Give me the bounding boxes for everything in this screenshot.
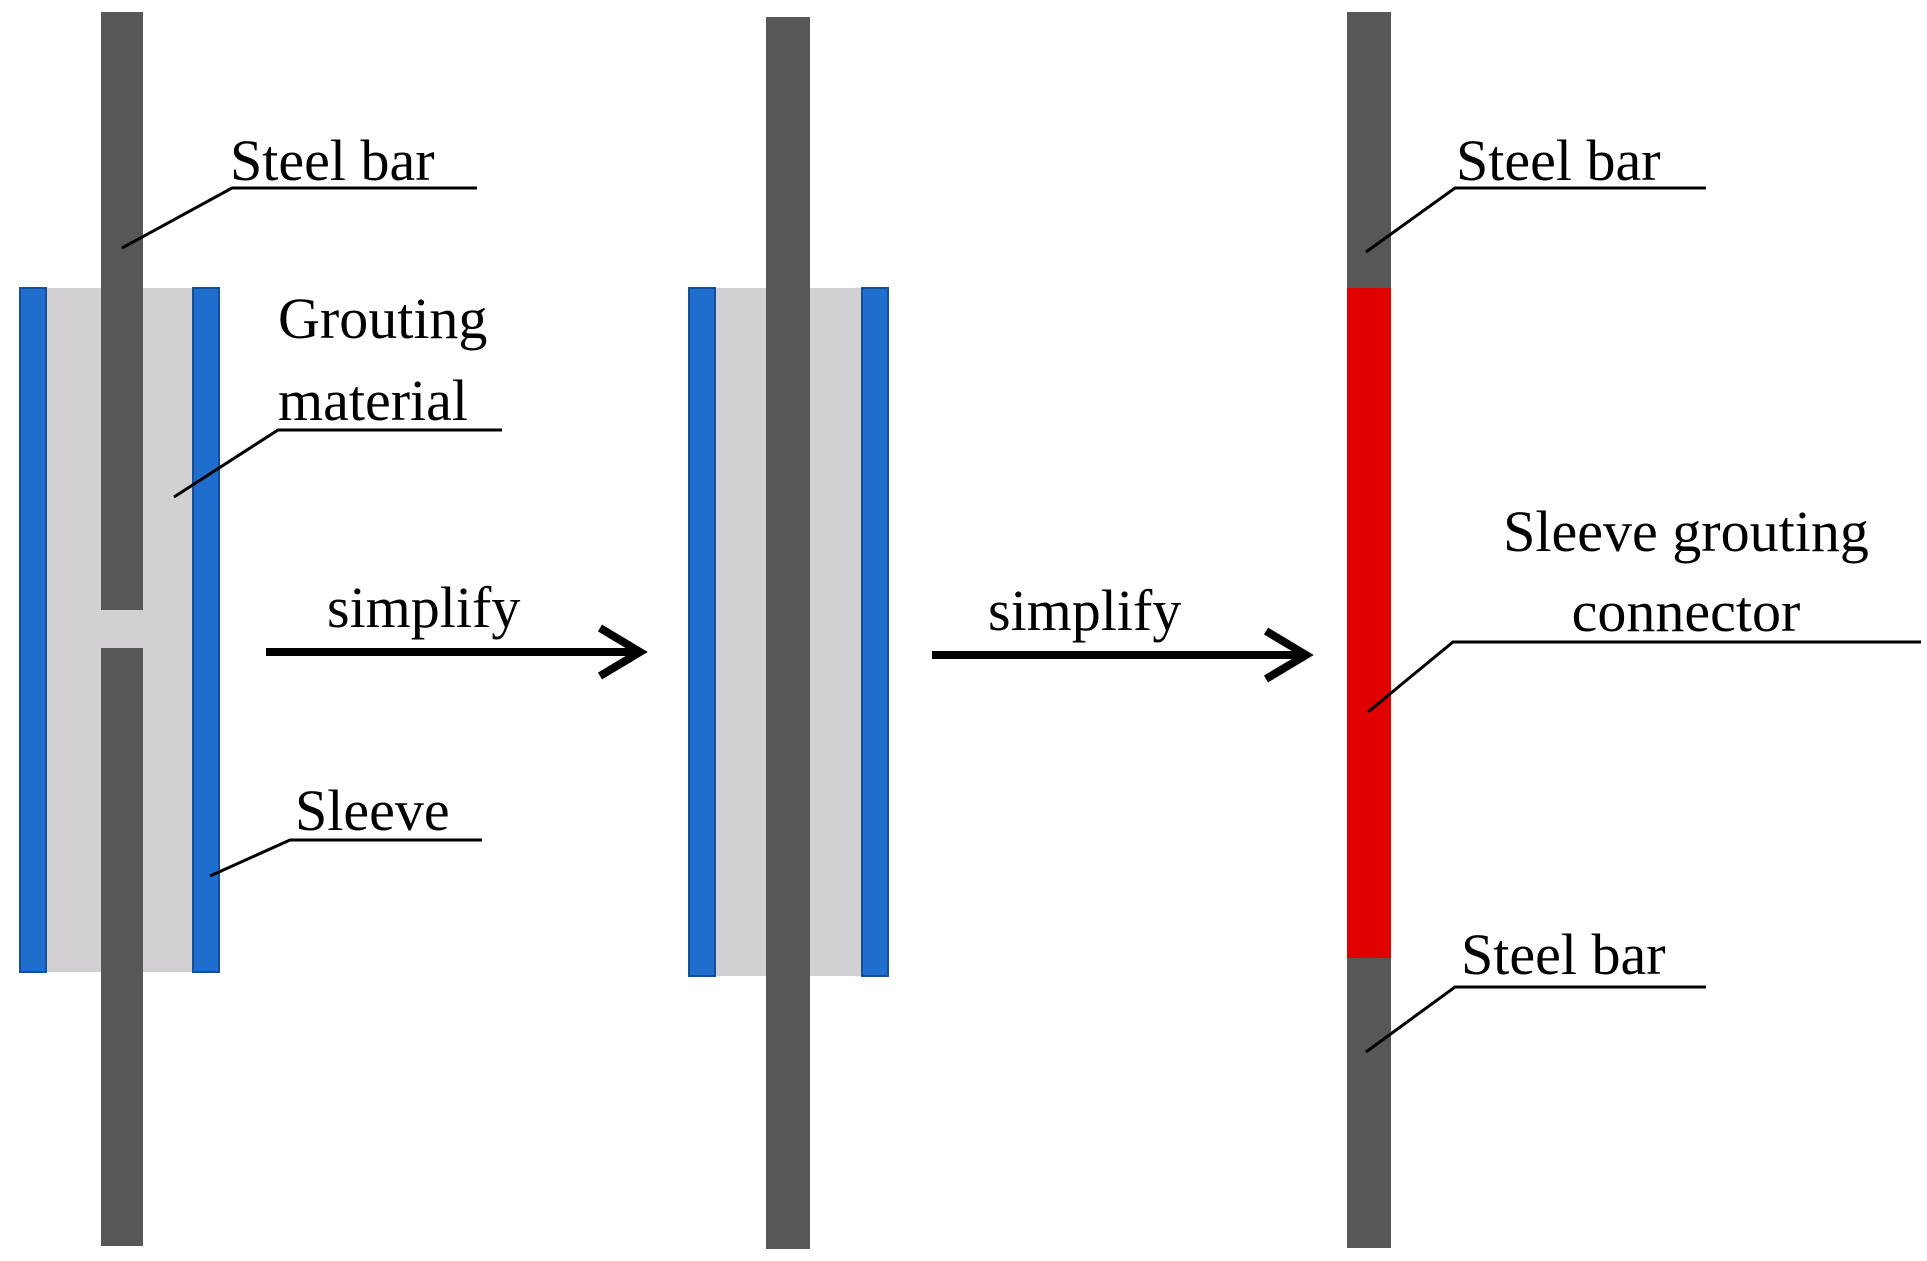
arrow1-head: [597, 624, 648, 680]
stage3-steel-bar-top: [1347, 12, 1391, 290]
stage1-sleeve-label: Sleeve: [295, 778, 450, 843]
stage1-grouting-label-line1: Grouting: [278, 286, 487, 351]
stage3-connector-leader: [1367, 640, 1921, 714]
stage1-steel-bar-leader: [121, 186, 477, 250]
stage3-steel-bar-top-leader: [1365, 186, 1706, 254]
stage1-sleeve-right-wall: [192, 287, 220, 973]
stage3-connector-segment: [1347, 288, 1391, 960]
stage2-sleeve-left-wall: [688, 287, 716, 977]
stage-1-full-model: Steel bar Grouting material Sleeve: [19, 12, 502, 1246]
stage1-steel-bar-label: Steel bar: [230, 128, 435, 193]
stage3-steel-bar-bottom: [1347, 958, 1391, 1248]
stage2-sleeve-right-wall: [861, 287, 889, 977]
stage3-steel-bar-bottom-label: Steel bar: [1461, 922, 1666, 987]
stage3-connector-label-line1: Sleeve grouting: [1503, 499, 1869, 564]
simplify-arrow-2: simplify: [932, 578, 1314, 683]
stage1-steel-bar-bottom: [101, 648, 143, 1246]
stage1-sleeve-leader: [209, 838, 482, 878]
stage3-steel-bar-top-label: Steel bar: [1456, 128, 1661, 193]
stage-2-intermediate-model: [688, 17, 889, 1249]
simplify-arrow-1: simplify: [266, 575, 648, 680]
arrow1-label: simplify: [327, 575, 520, 640]
stage2-steel-bar: [766, 17, 810, 1249]
stage3-steel-bar-bottom-leader: [1365, 985, 1706, 1054]
arrow2-head: [1263, 627, 1314, 683]
stage3-connector-label-line2: connector: [1572, 579, 1801, 644]
arrow2-label: simplify: [988, 578, 1181, 643]
stage-3-simplified-model: Steel bar Sleeve grouting connector Stee…: [1347, 12, 1921, 1248]
stage1-steel-bar-top: [101, 12, 143, 610]
stage1-grouting-label-line2: material: [278, 368, 468, 433]
stage1-sleeve-left-wall: [19, 287, 47, 973]
stage1-grouting-leader: [173, 428, 502, 499]
